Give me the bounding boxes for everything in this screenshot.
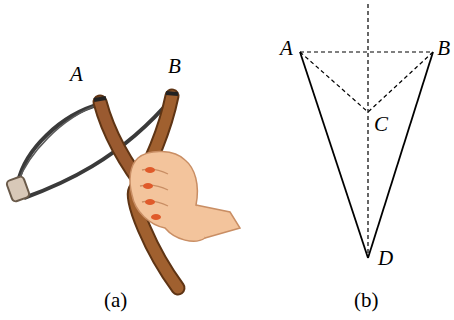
rubber-band-edge: [18, 104, 100, 182]
point-label: A: [70, 64, 83, 85]
wrist: [196, 205, 240, 238]
point-label: C: [374, 114, 388, 135]
geometry: [300, 4, 433, 258]
finger-lines: [140, 169, 168, 206]
point-label: B: [168, 56, 181, 77]
point-label: A: [280, 38, 293, 59]
point-label: D: [378, 248, 393, 269]
hand: [130, 151, 208, 241]
point-label: B: [437, 38, 450, 59]
pouch: [6, 176, 30, 203]
band-tie: [94, 93, 178, 100]
panel-label: (b): [354, 290, 379, 311]
fingernails: [143, 167, 161, 220]
panel-label: (a): [104, 290, 127, 311]
